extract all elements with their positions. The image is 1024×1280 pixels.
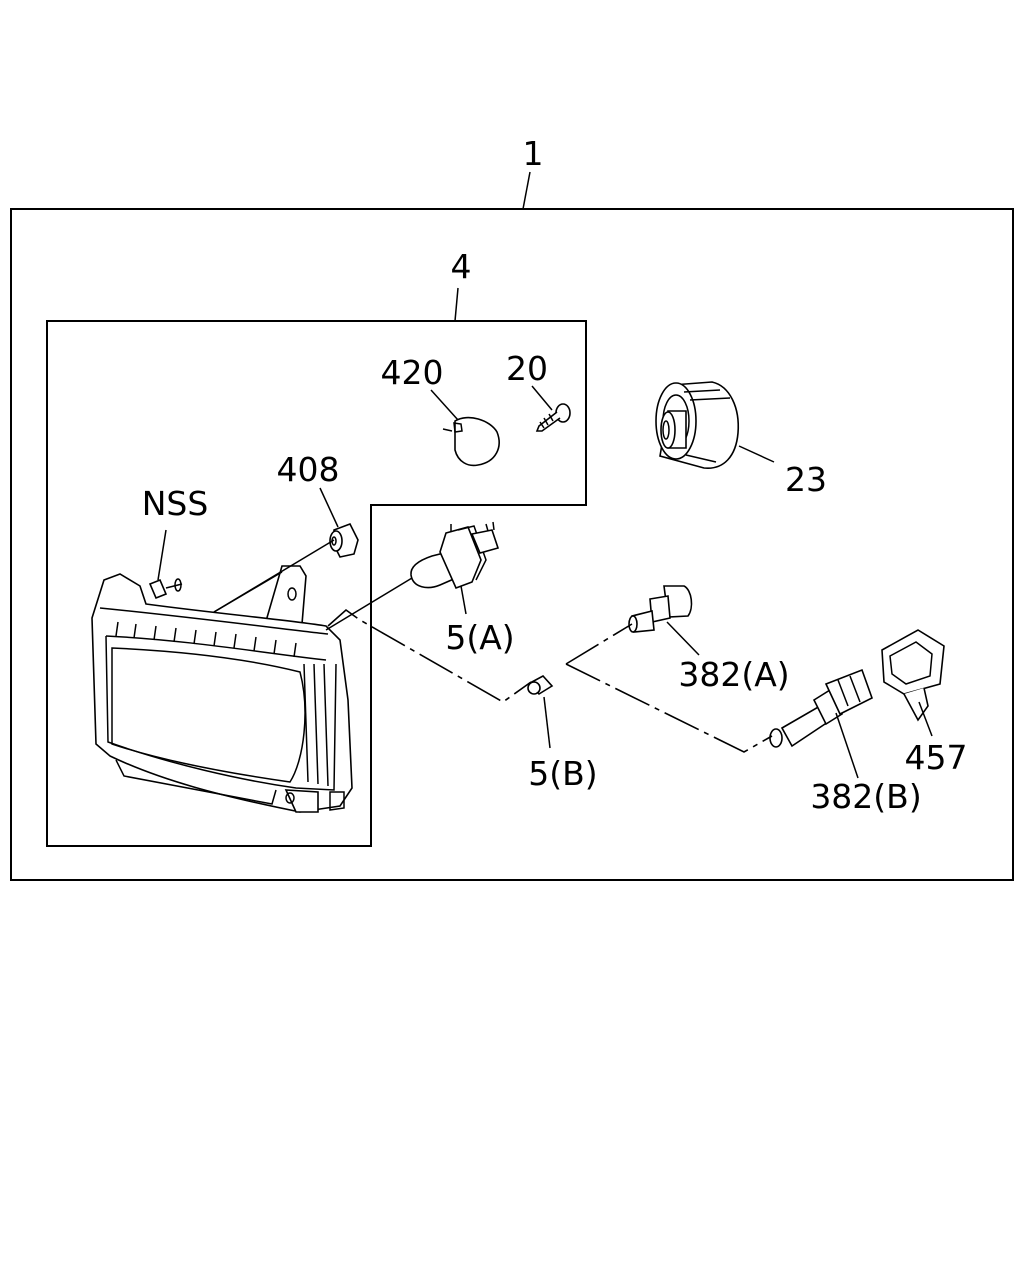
leader-20: [531, 385, 553, 411]
callout-20: 20: [506, 349, 548, 388]
part-408-icon: [329, 522, 359, 558]
callout-5a: 5(A): [445, 618, 514, 657]
leader-382a: [666, 621, 700, 656]
callout-5b: 5(B): [528, 754, 597, 793]
leader-23: [738, 445, 775, 463]
assembly-frame: [10, 208, 1014, 881]
callout-23: 23: [785, 460, 827, 499]
part-5a-bulb-icon: [410, 521, 500, 590]
leader-5a: [460, 585, 467, 615]
leader-nss: [157, 529, 167, 581]
callout-408: 408: [277, 450, 340, 489]
leader-unit: [454, 287, 459, 322]
callout-382b: 382(B): [810, 777, 921, 816]
part-382b-icon: [769, 668, 873, 748]
callout-unit: 4: [451, 247, 472, 286]
unit-frame: [46, 320, 587, 847]
callout-457: 457: [905, 738, 968, 777]
part-20-icon: [535, 403, 571, 432]
part-382a-icon: [628, 585, 693, 633]
guide-382a: [565, 623, 633, 665]
guide-5b: [327, 608, 532, 703]
leader-420: [430, 389, 459, 421]
part-420-icon: [442, 416, 500, 467]
part-457-connector-icon: [881, 629, 945, 722]
callout-nss: NSS: [142, 484, 209, 523]
callout-420: 420: [381, 353, 444, 392]
leader-408: [319, 487, 339, 528]
guide-382b: [565, 663, 773, 753]
leader-382b: [835, 712, 859, 779]
leader-457: [918, 701, 933, 737]
headlamp-housing-icon: [91, 565, 353, 813]
guide-408: [213, 539, 335, 613]
leader-5b: [543, 696, 551, 749]
part-23-icon: [655, 381, 740, 469]
leader-assembly: [522, 171, 531, 210]
callout-assembly: 1: [523, 134, 544, 173]
callout-382a: 382(A): [678, 655, 789, 694]
part-5b-bulb-icon: [527, 674, 554, 696]
guide-5a: [325, 577, 413, 631]
